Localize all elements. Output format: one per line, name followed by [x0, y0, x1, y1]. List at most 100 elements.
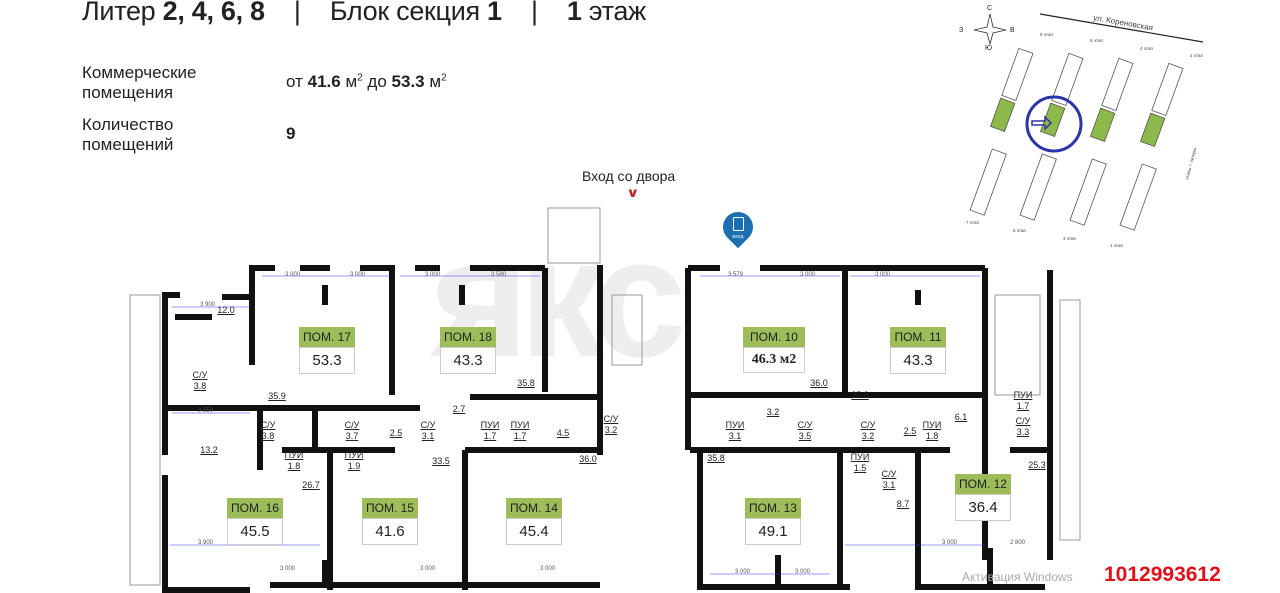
walls: [162, 265, 1053, 593]
area-label: 35.8: [517, 378, 535, 388]
area-label: 13.2: [200, 445, 218, 455]
area-label: ПУИ 3.1: [725, 420, 745, 441]
stage-label: 5 этап: [1013, 228, 1026, 233]
room-area: 45.5: [227, 518, 283, 545]
room-area: 43.3: [440, 347, 496, 374]
dimension: 2 800: [1010, 540, 1026, 546]
area-label: С/У 3.1: [420, 420, 436, 441]
room-number: ПОМ. 13: [745, 498, 801, 518]
area-label: 2.7: [452, 404, 466, 414]
stage-label: 7 этап: [966, 220, 979, 225]
floor-value: 1: [566, 0, 582, 26]
chevron-down-icon: ∨: [626, 186, 640, 201]
area-label: С/У 3.2: [603, 414, 619, 435]
area-label: 4.5: [556, 428, 570, 438]
stage-label: 1 этап: [1110, 243, 1123, 248]
floor-label: этаж: [588, 0, 646, 26]
stage-label: 2 этап: [1190, 53, 1203, 58]
area-label: 8.7: [896, 499, 910, 509]
area-label: 3.2: [766, 407, 780, 417]
area-range: от 41.6 м2 до 53.3 м2: [286, 72, 447, 92]
room-area: 45.4: [506, 518, 562, 545]
buildings: [969, 47, 1184, 231]
unit: м: [345, 72, 358, 91]
section-value: 1: [487, 0, 502, 26]
section-label: Блок секция: [329, 0, 480, 26]
room-number: ПОМ. 11: [890, 327, 946, 347]
area-label: 35.8: [707, 453, 725, 463]
area-label: ПУИ 1.7: [510, 420, 530, 441]
windows-activation-notice: Активация Windows: [962, 570, 1073, 584]
from-word: от: [286, 72, 303, 91]
room-number: ПОМ. 16: [227, 498, 283, 518]
count-value: 9: [286, 124, 296, 143]
unit-sup: 2: [441, 72, 447, 84]
area-label: ПУИ 1.8: [284, 450, 304, 471]
dimension: 3 000: [875, 272, 891, 278]
room-area: 41.6: [362, 518, 418, 545]
area-label: 36.0: [810, 378, 828, 388]
liter-value: 2, 4, 6, 8: [162, 0, 265, 26]
compass-west: З: [959, 27, 963, 34]
dimension: 3 000: [540, 566, 556, 572]
arrow-right-icon: [1031, 115, 1053, 131]
room-area: 46.3 м2: [743, 347, 805, 373]
area-label: ПУИ 1.7: [480, 420, 500, 441]
dimension: 3 000: [425, 272, 441, 278]
dimension: 3 000: [420, 566, 436, 572]
unit: м: [429, 72, 442, 91]
street-name: ул. Кореновская: [1093, 13, 1154, 32]
room-number: ПОМ. 17: [299, 327, 355, 347]
area-label: С/У 3.5: [797, 420, 813, 441]
dimension: 3 900: [198, 540, 214, 546]
area-label: ПУИ 1.9: [344, 450, 364, 471]
range-min: 41.6: [307, 72, 341, 91]
compass-south: Ю: [985, 45, 992, 52]
area-label: 26.7: [302, 480, 320, 490]
room-area: 49.1: [745, 518, 801, 545]
separator: |: [530, 0, 538, 26]
liter-label: Литер: [82, 0, 156, 26]
area-label: ПУИ 1.7: [1013, 390, 1033, 411]
room-area: 36.4: [955, 494, 1011, 521]
compass-north: С: [987, 5, 992, 12]
compass-rose-icon: [973, 13, 1007, 46]
area-label: 33.5: [432, 456, 450, 466]
room-number: ПОМ. 10: [743, 327, 805, 347]
stairs-and-balconies: [129, 207, 1081, 586]
range-max: 53.3: [391, 72, 425, 91]
room-number: ПОМ. 18: [440, 327, 496, 347]
area-label: С/У 3.1: [881, 469, 897, 490]
room-number: ПОМ. 12: [955, 474, 1011, 494]
area-label: С/У 3.8: [260, 420, 276, 441]
area-label: 2.5: [389, 428, 403, 438]
selected-building-marker: [1025, 95, 1083, 153]
area-label: С/У 3.2: [860, 420, 876, 441]
page-title: Литер 2, 4, 6, 8 | Блок секция 1 | 1 эта…: [82, 0, 646, 27]
listing-id: 1012993612: [1104, 563, 1221, 586]
commercial-label: Коммерческие помещения: [82, 63, 197, 102]
dimension: 3 550: [198, 408, 214, 414]
dimension: 3 000: [735, 569, 751, 575]
site-minimap: С Ю З В ул. Кореновская 8 этап 6 этап 4 …: [959, 5, 1203, 248]
separator: |: [293, 0, 301, 26]
area-label: 2.5: [903, 426, 917, 436]
room-number: ПОМ. 14: [506, 498, 562, 518]
area-label: С/У 3.8: [192, 370, 208, 391]
area-label: 12.0: [217, 305, 235, 315]
area-label: 25.3: [1028, 460, 1046, 470]
dimension: 3 000: [800, 272, 816, 278]
side-label: этапы = литеры: [1184, 147, 1197, 180]
dimension: 3 000: [285, 272, 301, 278]
stage-label: 6 этап: [1090, 38, 1103, 43]
dimension: 3 579: [728, 272, 744, 278]
